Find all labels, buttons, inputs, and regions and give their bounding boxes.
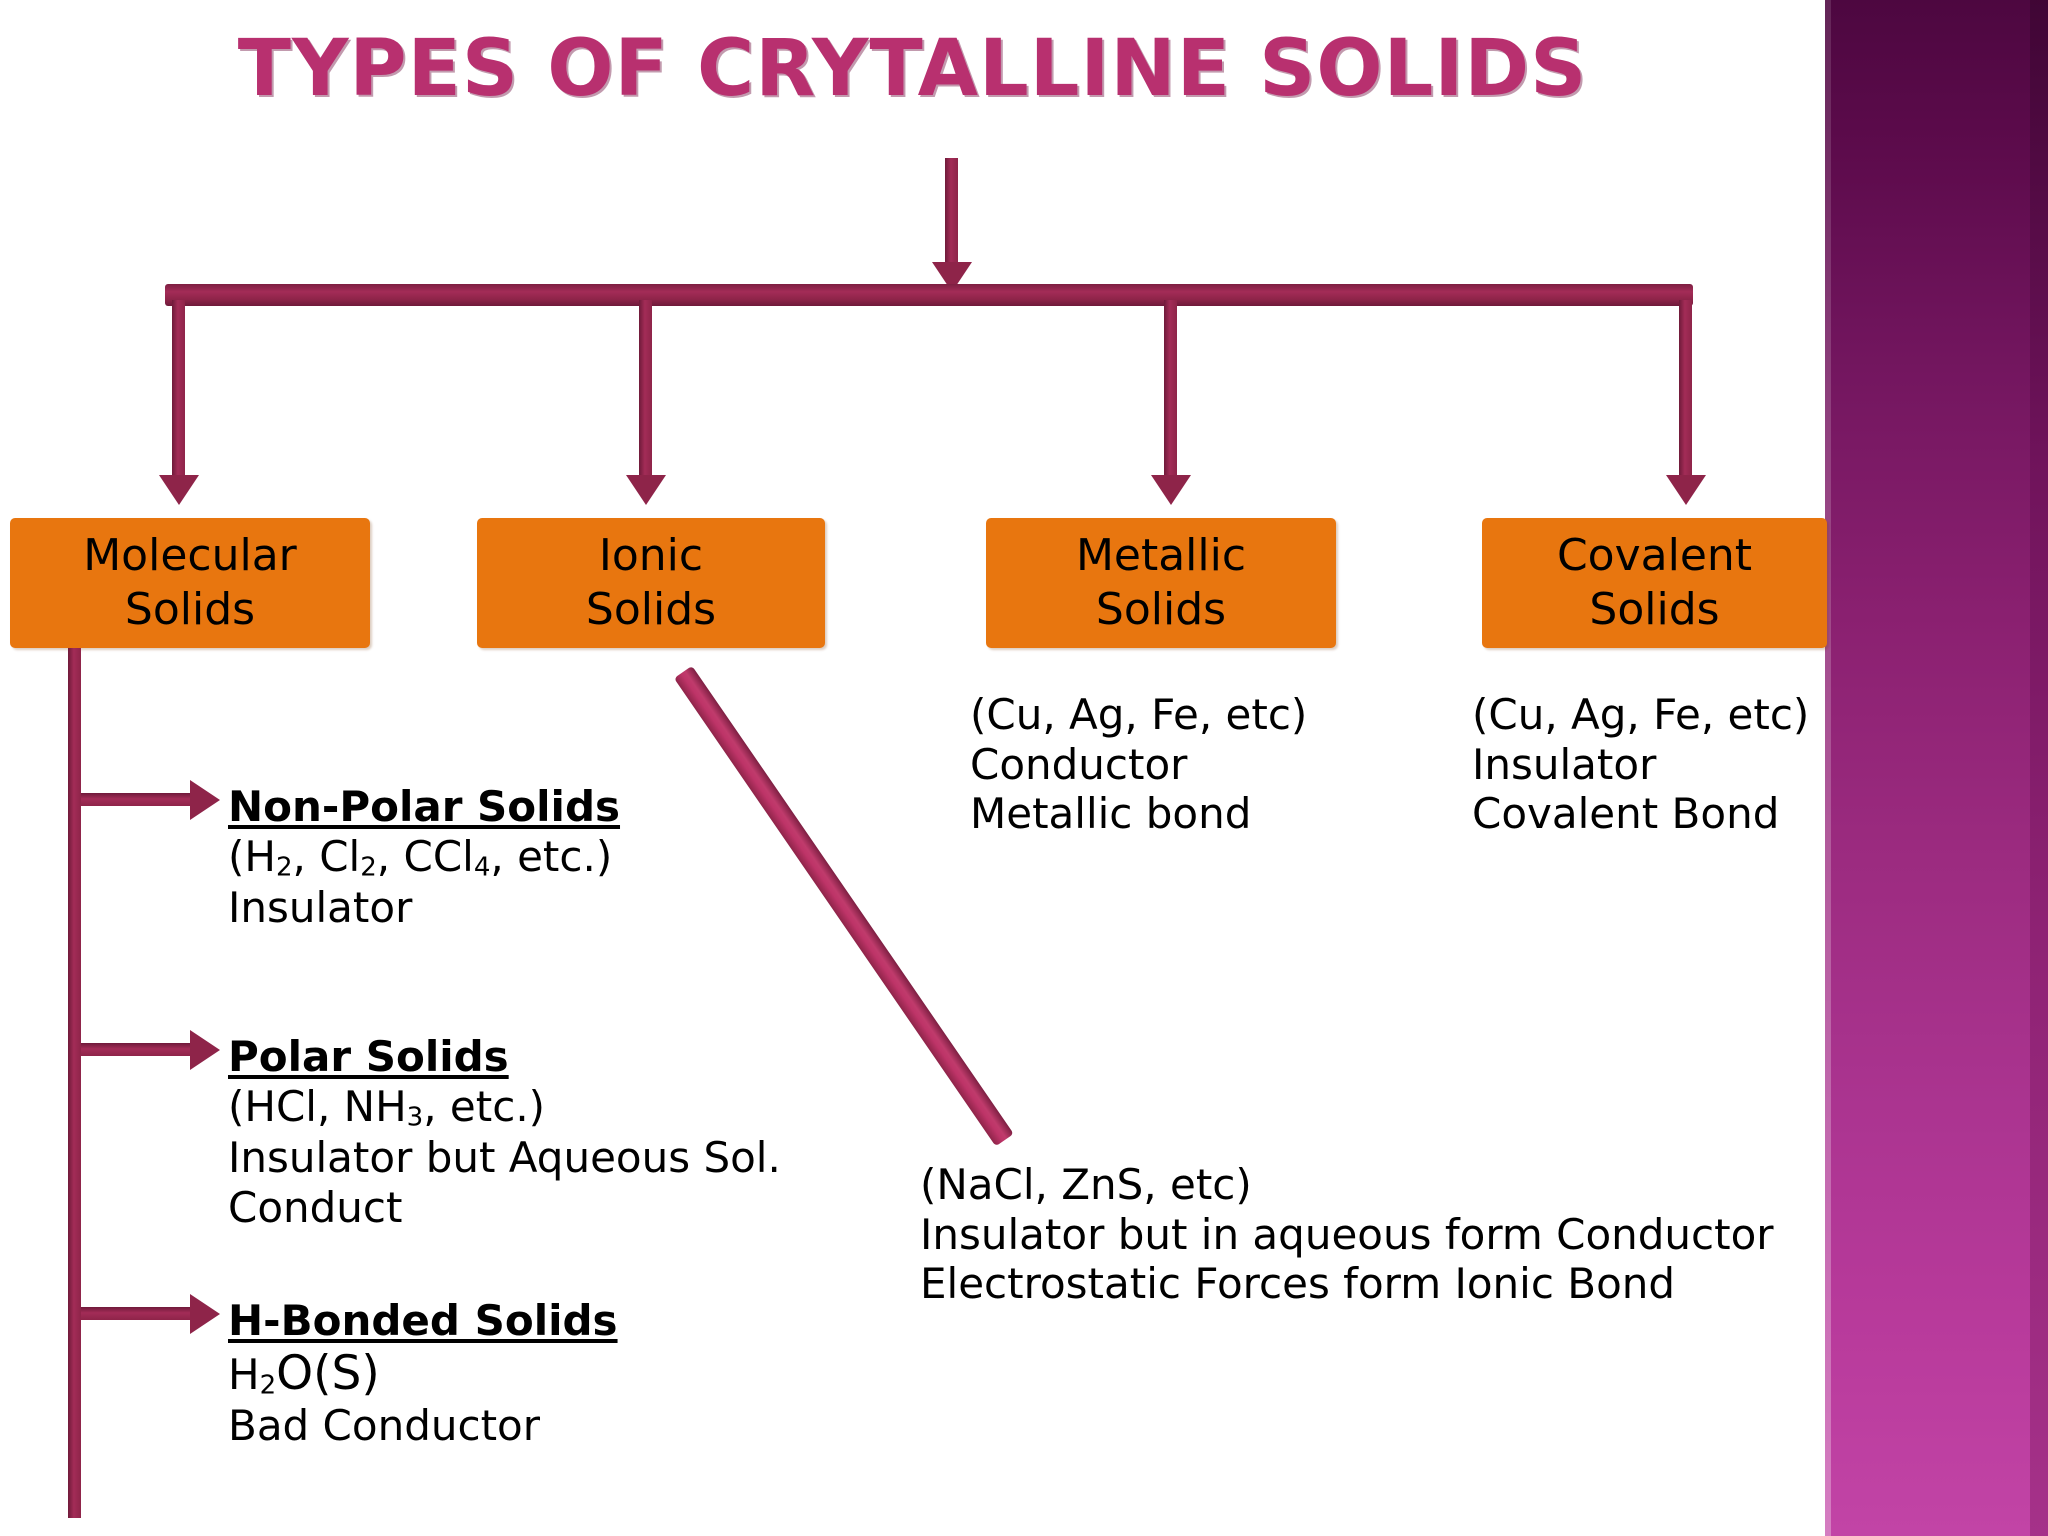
non-polar-formula-mid1: , Cl — [292, 831, 361, 881]
metallic-details-block: (Cu, Ag, Fe, etc) Conductor Metallic bon… — [970, 690, 1307, 839]
metallic-conductivity: Conductor — [970, 739, 1188, 789]
covalent-examples: (Cu, Ag, Fe, etc) — [1472, 690, 1810, 739]
branch-line-covalent — [1679, 300, 1692, 485]
h-bonded-heading: H-Bonded Solids — [228, 1296, 618, 1345]
branch-arrowhead-ionic — [626, 475, 666, 505]
category-label-molecular: Molecular — [83, 530, 297, 582]
root-connector-line — [945, 158, 958, 270]
category-box-covalent[interactable]: Covalent Solids — [1482, 518, 1827, 648]
non-polar-property: Insulator — [228, 882, 413, 932]
non-polar-block: Non-Polar Solids (H2, Cl2, CCl4, etc.) I… — [228, 782, 620, 933]
decorative-band-edge — [2030, 0, 2048, 1536]
category-box-molecular[interactable]: Molecular Solids — [10, 518, 370, 648]
h-bonded-formula-pre: H — [228, 1349, 260, 1399]
non-polar-formula-post: , etc.) — [490, 831, 613, 881]
branch-line-metallic — [1164, 300, 1177, 485]
decorative-purple-band — [1825, 0, 2048, 1536]
branch-line-molecular — [172, 300, 185, 485]
h-bonded-sub-1: 2 — [259, 1370, 277, 1401]
category-label-metallic-line2: Solids — [1095, 584, 1227, 635]
page-title: TYPES OF CRYTALLINE SOLIDS — [237, 24, 1588, 114]
molecular-branch-arrowhead-1 — [190, 780, 220, 820]
h-bonded-formula-post: O(S) — [276, 1345, 380, 1401]
branch-line-ionic — [639, 300, 652, 485]
category-label-ionic: Ionic — [598, 530, 704, 582]
polar-heading: Polar Solids — [228, 1032, 509, 1081]
covalent-bond-type: Covalent Bond — [1472, 789, 1780, 839]
non-polar-heading: Non-Polar Solids — [228, 782, 621, 831]
molecular-branch-arrowhead-3 — [190, 1294, 220, 1334]
polar-property-line-2: Conduct — [228, 1182, 403, 1232]
ionic-conductivity: Insulator but in aqueous form Conductor — [920, 1209, 1774, 1259]
non-polar-sub-1: 2 — [275, 852, 293, 883]
ionic-bond-type: Electrostatic Forces form Ionic Bond — [920, 1259, 1676, 1309]
distribution-bar — [165, 284, 1693, 306]
category-label-ionic-line2: Solids — [585, 584, 717, 635]
branch-arrowhead-covalent — [1666, 475, 1706, 505]
branch-arrowhead-molecular — [159, 475, 199, 505]
non-polar-sub-3: 4 — [473, 852, 491, 883]
non-polar-formula-pre: (H — [228, 831, 276, 881]
molecular-branch-arrowhead-2 — [190, 1030, 220, 1070]
molecular-spine-line — [68, 648, 81, 1518]
covalent-details-block: (Cu, Ag, Fe, etc) Insulator Covalent Bon… — [1472, 690, 1809, 839]
polar-sub-1: 3 — [406, 1102, 424, 1133]
category-box-metallic[interactable]: Metallic Solids — [986, 518, 1336, 648]
polar-property-line-1: Insulator but Aqueous Sol. — [228, 1132, 781, 1182]
decorative-band-highlight — [1825, 0, 1831, 1536]
molecular-branch-line-2 — [81, 1043, 194, 1056]
molecular-branch-line-3 — [81, 1307, 194, 1320]
polar-formula-post: , etc.) — [423, 1081, 546, 1131]
ionic-details-block: (NaCl, ZnS, etc) Insulator but in aqueou… — [920, 1160, 1774, 1309]
non-polar-formula-mid2: , CCl — [376, 831, 474, 881]
branch-arrowhead-metallic — [1151, 475, 1191, 505]
polar-formula: (HCl, NH3, etc.) — [228, 1082, 781, 1133]
category-label-molecular-line2: Solids — [124, 584, 256, 635]
h-bonded-formula: H2O(S) — [228, 1346, 618, 1402]
polar-formula-pre: (HCl, NH — [228, 1081, 407, 1131]
non-polar-formula: (H2, Cl2, CCl4, etc.) — [228, 832, 620, 883]
metallic-bond-type: Metallic bond — [970, 789, 1252, 839]
category-box-ionic[interactable]: Ionic Solids — [477, 518, 825, 648]
h-bonded-block: H-Bonded Solids H2O(S) Bad Conductor — [228, 1296, 618, 1451]
category-label-covalent: Covalent — [1556, 530, 1753, 582]
molecular-branch-line-1 — [81, 793, 194, 806]
category-label-covalent-line2: Solids — [1589, 584, 1720, 635]
non-polar-sub-2: 2 — [360, 852, 377, 883]
category-label-metallic: Metallic — [1075, 530, 1247, 582]
ionic-examples: (NaCl, ZnS, etc) — [920, 1160, 1252, 1209]
covalent-conductivity: Insulator — [1472, 739, 1657, 789]
polar-block: Polar Solids (HCl, NH3, etc.) Insulator … — [228, 1032, 781, 1232]
metallic-examples: (Cu, Ag, Fe, etc) — [970, 690, 1308, 739]
h-bonded-property: Bad Conductor — [228, 1401, 541, 1451]
